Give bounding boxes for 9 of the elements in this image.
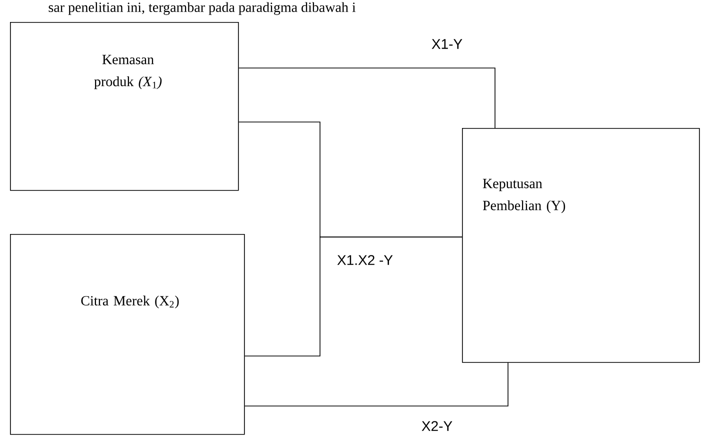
connector-line [244,236,462,356]
edge-label: X1.X2 -Y [336,254,394,266]
variable-box: Citra Merek (X$_{2}$) [10,234,245,435]
edge-label: X1-Y [430,38,464,50]
connector-line [238,68,496,128]
edge-label: X2-Y [420,420,454,432]
connector-line [244,362,508,406]
variable-box: Keputusan Pembelian (Y) [462,128,700,363]
variable-box: Kemasan produk (X$_{1}$) [10,22,239,191]
